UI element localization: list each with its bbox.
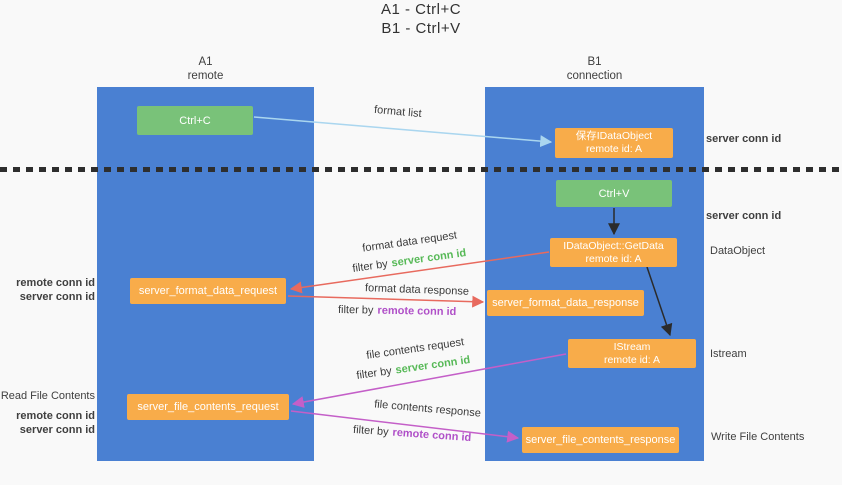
node-istream-line1: IStream (613, 340, 651, 353)
filter-prefix-2: filter by (337, 303, 374, 317)
label-format-list: format list (373, 103, 423, 121)
node-ctrl-v-label: Ctrl+V (598, 187, 630, 200)
label-file-contents-response: file contents response (373, 398, 482, 420)
label-format-data-response: format data response (364, 282, 470, 298)
node-save-idataobject-line1: 保存IDataObject (575, 130, 653, 142)
node-server-file-contents-request: server_file_contents_request (127, 394, 289, 420)
annotation-server-conn-id-1: server conn id (19, 291, 95, 303)
node-idataobject-getdata-line1: IDataObject::GetData (563, 239, 664, 252)
annotation-remote-conn-id-2: remote conn id (16, 410, 95, 422)
annotation-server-conn-id-mid: server conn id (706, 210, 782, 222)
annotation-remote-conn-id-1: remote conn id (16, 277, 95, 289)
title-line-1: A1 - Ctrl+C (380, 1, 462, 18)
filter-key-remote-1: remote conn id (377, 304, 457, 319)
separator-dotted-line (0, 167, 842, 172)
annotation-istream: Istream (710, 348, 747, 360)
filter-prefix-4: filter by (352, 423, 389, 439)
node-istream-line2: remote id: A (603, 353, 661, 366)
node-server-file-contents-response: server_file_contents_response (522, 427, 679, 453)
filter-key-server-1: server conn id (390, 247, 467, 270)
lane-header-b1: B1 connection (485, 55, 704, 83)
node-server-file-contents-response-label: server_file_contents_response (525, 434, 676, 446)
node-ctrl-c: Ctrl+C (137, 106, 253, 135)
lane-header-a1: A1 remote (97, 55, 314, 83)
lane-b1-subtitle: connection (566, 70, 623, 82)
annotation-dataobject: DataObject (710, 245, 766, 257)
node-idataobject-getdata: IDataObject::GetData remote id: A (550, 238, 677, 267)
annotation-write-file-contents: Write File Contents (711, 431, 805, 443)
filter-prefix-3: filter by (355, 365, 393, 382)
lane-b1-name: B1 (587, 56, 602, 68)
lane-a1-subtitle: remote (187, 70, 224, 82)
node-server-format-data-request-label: server_format_data_request (138, 285, 278, 297)
annotation-server-conn-id-top: server conn id (706, 133, 782, 145)
title-line-2: B1 - Ctrl+V (381, 20, 461, 37)
node-ctrl-c-label: Ctrl+C (179, 114, 211, 127)
filter-key-server-2: server conn id (394, 354, 471, 377)
filter-prefix-1: filter by (351, 258, 389, 275)
node-server-format-data-response: server_format_data_response (487, 290, 644, 316)
filter-key-remote-2: remote conn id (392, 426, 472, 445)
node-server-format-data-response-label: server_format_data_response (492, 297, 639, 309)
node-save-idataobject-line2: remote id: A (585, 143, 643, 155)
lane-a1-name: A1 (198, 56, 213, 68)
node-server-format-data-request: server_format_data_request (130, 278, 286, 304)
annotation-server-conn-id-2: server conn id (19, 424, 95, 436)
node-ctrl-v: Ctrl+V (556, 180, 672, 207)
node-save-idataobject: 保存IDataObject remote id: A (555, 128, 673, 158)
diagram-title: A1 - Ctrl+C B1 - Ctrl+V (0, 0, 842, 38)
node-idataobject-getdata-line2: remote id: A (585, 252, 642, 265)
node-server-file-contents-request-label: server_file_contents_request (137, 401, 279, 413)
annotation-read-file-contents: Read File Contents (0, 390, 95, 402)
node-istream: IStream remote id: A (568, 339, 696, 368)
